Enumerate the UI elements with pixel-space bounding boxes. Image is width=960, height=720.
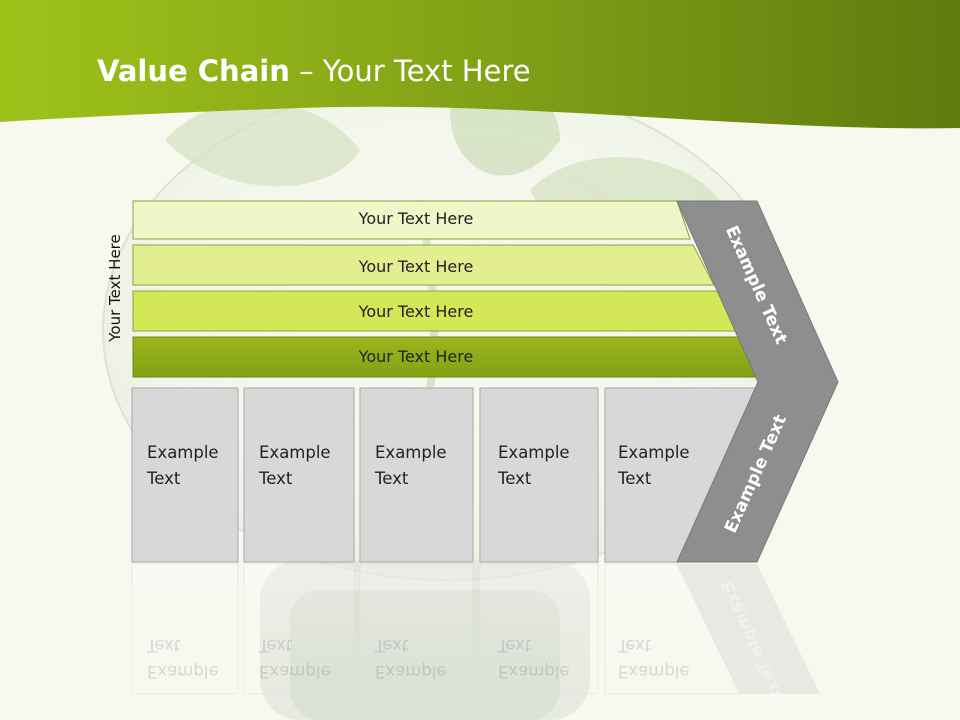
title-bold: Value Chain bbox=[97, 54, 290, 88]
box-1-line-2: Text bbox=[147, 469, 181, 488]
box-3-refl-line-2: Text bbox=[375, 636, 409, 655]
vertical-label: Your Text Here bbox=[106, 234, 124, 342]
box-4-line-2: Text bbox=[498, 469, 532, 488]
box-4-line-1: Example bbox=[498, 443, 570, 462]
box-1-refl-line-1: Example bbox=[147, 662, 219, 681]
row-2-shape bbox=[132, 244, 715, 286]
box-3-line-2: Text bbox=[375, 469, 409, 488]
box-4-reflection: Example Text bbox=[498, 632, 598, 684]
box-4-refl-line-1: Example bbox=[498, 662, 570, 681]
box-5-refl-line-1: Example bbox=[618, 662, 690, 681]
box-5-line-2: Text bbox=[618, 469, 652, 488]
box-3-refl-line-1: Example bbox=[375, 662, 447, 681]
box-4-shape bbox=[479, 387, 599, 563]
box-2-line-2: Text bbox=[259, 469, 293, 488]
box-1-shape bbox=[131, 387, 239, 563]
box-2-refl-line-1: Example bbox=[259, 662, 331, 681]
row-4-text: Your Text Here bbox=[358, 347, 474, 366]
box-1-line-1: Example bbox=[147, 443, 219, 462]
box-4-refl-line-2: Text bbox=[498, 636, 532, 655]
box-1-reflection: Example Text bbox=[147, 632, 247, 684]
row-1-text: Your Text Here bbox=[358, 209, 474, 228]
row-2-text: Your Text Here bbox=[358, 257, 474, 276]
box-3-line-1: Example bbox=[375, 443, 447, 462]
box-2-line-1: Example bbox=[259, 443, 331, 462]
box-2-shape bbox=[243, 387, 355, 563]
reflection bbox=[131, 563, 820, 695]
chevron-arrow bbox=[676, 200, 839, 563]
title-rest: – Your Text Here bbox=[289, 54, 531, 88]
header-band bbox=[0, 0, 960, 129]
box-3-reflection: Example Text bbox=[375, 632, 475, 684]
slide-title: Value Chain – Your Text Here bbox=[97, 54, 531, 88]
row-1-shape bbox=[132, 200, 691, 240]
box-5-reflection: Example Text bbox=[618, 632, 718, 684]
box-2-reflection: Example Text bbox=[259, 632, 359, 684]
box-1-refl-line-2: Text bbox=[147, 636, 181, 655]
box-5-refl-line-2: Text bbox=[618, 636, 652, 655]
box-5-line-1: Example bbox=[618, 443, 690, 462]
row-3-text: Your Text Here bbox=[358, 302, 474, 321]
box-3-shape bbox=[359, 387, 474, 563]
box-2-refl-line-2: Text bbox=[259, 636, 293, 655]
